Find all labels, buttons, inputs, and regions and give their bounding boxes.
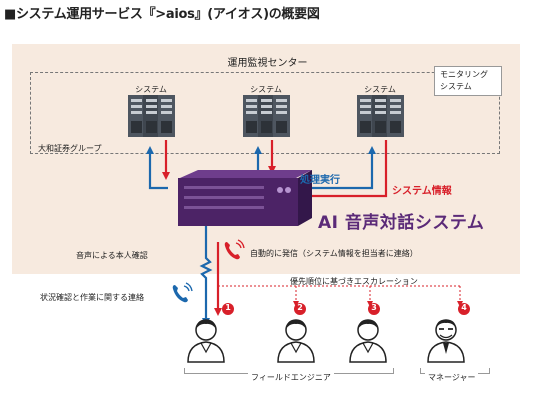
title-text: ■システム運用サービス『>aios』(アイオス)の概要図 (4, 7, 320, 22)
badge-1 (222, 303, 234, 315)
ai-system-device (178, 170, 312, 226)
badge-number-3: 3 (371, 303, 377, 312)
manager-icon (427, 319, 465, 363)
badge-number-2: 2 (297, 303, 303, 312)
server-icon-2 (243, 95, 290, 137)
field-engineer-1-icon (187, 319, 225, 363)
badge-number-4: 4 (461, 303, 467, 312)
monitoring-system-box: モニタリング システム (434, 66, 502, 96)
server-label-2: システム (250, 85, 282, 94)
monitoring-center-label: 運用監視センター (227, 58, 308, 69)
server-icon-1 (128, 95, 175, 137)
red-arrow-from-server-3 (298, 140, 388, 200)
field-engineer-label: フィールドエンジニア (248, 372, 334, 383)
field-engineer-2-icon (277, 319, 315, 363)
monitoring-system-label: モニタリング システム (440, 70, 488, 91)
system-info-label: システム情報 (392, 186, 452, 197)
escalation-label: 優先順位に基づきエスカレーション (290, 277, 418, 286)
badge-2 (294, 303, 306, 315)
badge-3 (368, 303, 380, 315)
badge-4 (458, 303, 470, 315)
diagram-title: ■システム運用サービス『>aios』(アイオス)の概要図 (4, 3, 320, 22)
ai-system-label: AI 音声対話システム (318, 213, 485, 233)
server-label-1: システム (135, 85, 167, 94)
manager-label: マネージャー (425, 372, 479, 383)
group-label: 大和証券グループ (38, 144, 102, 153)
voice-auth-label: 音声による本人確認 (76, 251, 148, 260)
status-phone-icon (172, 282, 193, 303)
voice-auth-arrow (199, 226, 213, 326)
blue-arrow-to-server-3 (300, 146, 376, 190)
status-contact-label: 状況確認と作業に関する連絡 (40, 293, 144, 302)
blue-arrow-to-server-1 (146, 146, 168, 190)
field-engineer-3-icon (349, 319, 387, 363)
auto-call-phone-icon (224, 239, 245, 260)
server-label-3: システム (364, 85, 396, 94)
badge-number-1: 1 (225, 303, 231, 312)
server-icon-3 (357, 95, 404, 137)
processing-label: 処理実行 (300, 175, 340, 186)
auto-call-label: 自動的に発信（システム情報を担当者に連絡） (250, 249, 418, 258)
group-dashed-boundary (30, 72, 500, 154)
